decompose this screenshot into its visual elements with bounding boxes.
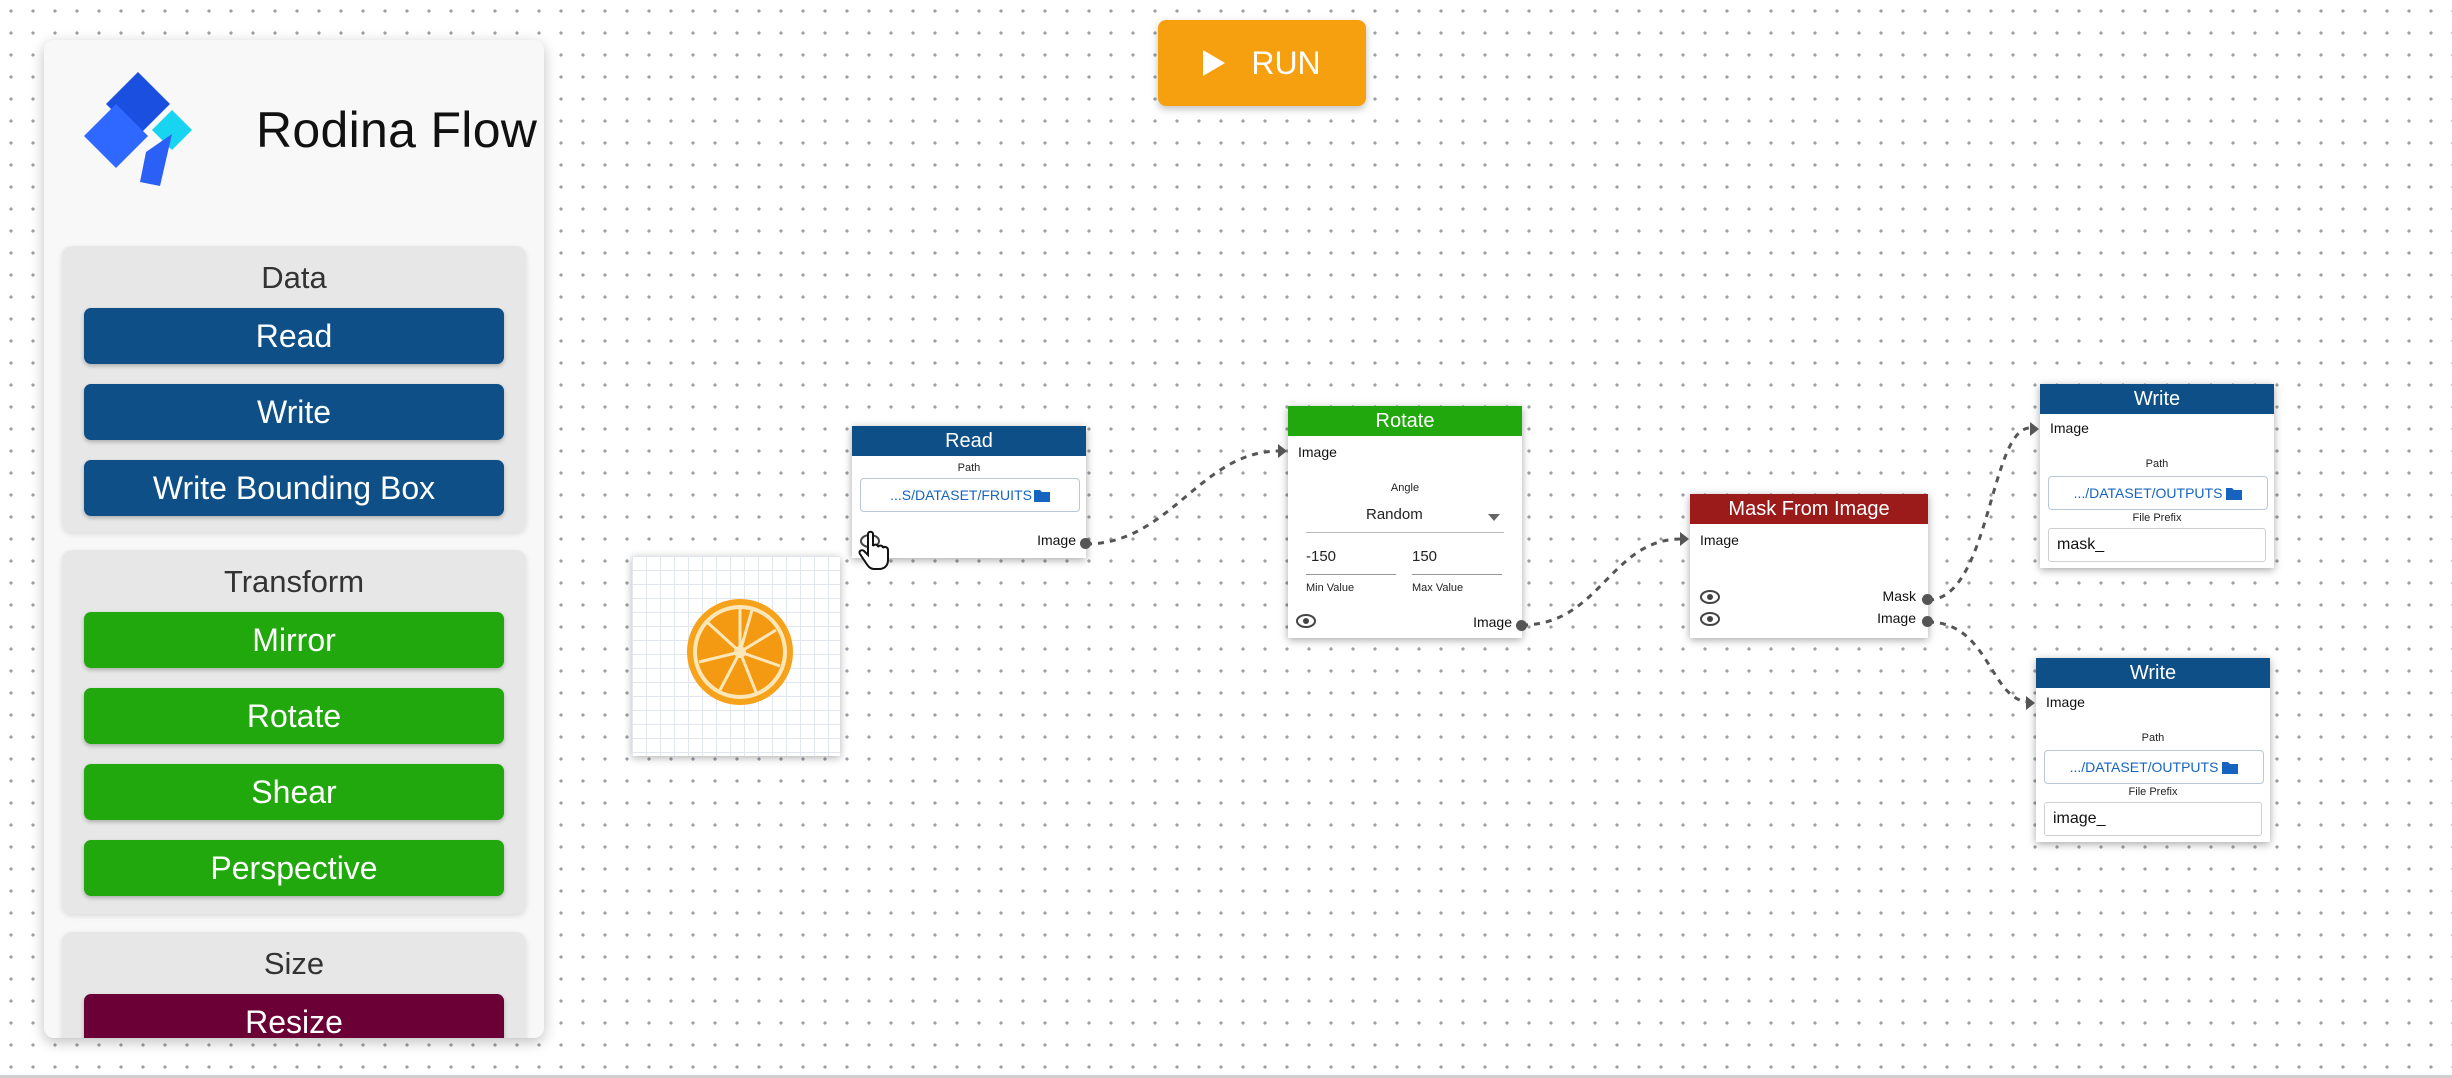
node-write-image-title: Write bbox=[2036, 658, 2270, 688]
folder-icon bbox=[1033, 489, 1050, 502]
mask-output-label: Mask bbox=[1882, 588, 1916, 604]
sidebar-item-read[interactable]: Read bbox=[84, 308, 504, 364]
group-title-transform: Transform bbox=[223, 564, 365, 599]
folder-icon bbox=[2222, 761, 2239, 774]
hand-cursor-icon bbox=[858, 530, 889, 570]
write-image-input-label: Image bbox=[2046, 694, 2085, 710]
mask-image-output-handle[interactable] bbox=[1922, 616, 1933, 627]
write-image-input-handle[interactable] bbox=[2026, 696, 2035, 710]
write-mask-input-handle[interactable] bbox=[2030, 422, 2039, 436]
sidebar-item-write[interactable]: Write bbox=[84, 384, 504, 440]
group-title-size: Size bbox=[263, 946, 325, 981]
canvas-bottom-border bbox=[0, 1075, 2452, 1078]
group-title-data: Data bbox=[261, 260, 327, 295]
mask-input-label: Image bbox=[1700, 532, 1739, 548]
rotate-input-handle[interactable] bbox=[1278, 444, 1287, 458]
read-path-field[interactable]: ...S/DATASET/FRUITS bbox=[860, 478, 1080, 512]
group-transform: Transform Mirror Rotate Shear Perspectiv… bbox=[62, 550, 526, 914]
rotate-output-label: Image bbox=[1473, 614, 1512, 630]
rotate-preview-toggle-icon[interactable] bbox=[1296, 614, 1316, 628]
write-mask-path-value: .../DATASET/OUTPUTS bbox=[2073, 485, 2223, 501]
write-mask-prefix-input[interactable]: mask_ bbox=[2048, 528, 2266, 562]
sidebar-item-write-bounding-box[interactable]: Write Bounding Box bbox=[84, 460, 504, 516]
rotate-min-label: Min Value bbox=[1306, 582, 1355, 594]
mask-output-handle[interactable] bbox=[1922, 594, 1933, 605]
node-write-mask[interactable]: Write Image Path .../DATASET/OUTPUTS Fil… bbox=[2030, 384, 2274, 568]
run-button[interactable]: RUN bbox=[1158, 20, 1366, 106]
rotate-max-input[interactable]: 150 bbox=[1412, 542, 1502, 575]
write-image-prefix-input[interactable]: image_ bbox=[2044, 802, 2262, 836]
write-mask-input-label: Image bbox=[2050, 420, 2089, 436]
mask-preview-toggle-icon[interactable] bbox=[1700, 590, 1720, 604]
write-image-prefix-value: image_ bbox=[2053, 810, 2106, 827]
node-read-title: Read bbox=[852, 426, 1086, 456]
node-write-mask-title: Write bbox=[2040, 384, 2274, 414]
sidebar: Rodina Flow Data Read Write Write Boundi… bbox=[44, 40, 544, 1038]
edge-rotate-mask bbox=[1521, 537, 1681, 627]
write-image-path-field[interactable]: .../DATASET/OUTPUTS bbox=[2044, 750, 2264, 784]
orange-slice-image bbox=[687, 599, 793, 705]
logo-icon bbox=[84, 72, 192, 186]
read-output-label: Image bbox=[1037, 532, 1076, 548]
node-rotate[interactable]: Rotate Image Angle Random -150 150 Min V… bbox=[1278, 406, 1527, 638]
write-mask-path-field[interactable]: .../DATASET/OUTPUTS bbox=[2048, 476, 2268, 510]
image-preview-toggle-icon[interactable] bbox=[1700, 612, 1720, 626]
rotate-output-handle[interactable] bbox=[1516, 620, 1527, 631]
write-mask-prefix-label: File Prefix bbox=[2132, 512, 2182, 524]
write-image-path-value: .../DATASET/OUTPUTS bbox=[2069, 759, 2219, 775]
rotate-input-label: Image bbox=[1298, 444, 1337, 460]
rotate-max-label: Max Value bbox=[1412, 582, 1464, 594]
image-preview bbox=[632, 556, 840, 756]
sidebar-item-mirror[interactable]: Mirror bbox=[84, 612, 504, 668]
rotate-angle-label: Angle bbox=[1390, 482, 1420, 494]
app-title: Rodina Flow bbox=[256, 102, 538, 158]
edge-mask-write bbox=[1927, 426, 2031, 602]
node-read[interactable]: Read Path ...S/DATASET/FRUITS Image bbox=[852, 426, 1091, 558]
play-icon bbox=[1203, 50, 1226, 76]
rotate-max-value: 150 bbox=[1412, 548, 1438, 565]
rotate-mode-select[interactable]: Random bbox=[1306, 502, 1504, 533]
rotate-mode-value: Random bbox=[1366, 506, 1423, 523]
sidebar-item-shear[interactable]: Shear bbox=[84, 764, 504, 820]
write-mask-prefix-value: mask_ bbox=[2057, 536, 2105, 553]
folder-icon bbox=[2226, 487, 2243, 500]
read-output-handle[interactable] bbox=[1080, 538, 1091, 549]
sidebar-item-perspective[interactable]: Perspective bbox=[84, 840, 504, 896]
node-write-image[interactable]: Write Image Path .../DATASET/OUTPUTS Fil… bbox=[2026, 658, 2270, 842]
run-label: RUN bbox=[1251, 44, 1321, 81]
group-size: Size Resize bbox=[62, 932, 526, 1038]
chevron-down-icon bbox=[1488, 514, 1500, 521]
edge-read-rotate bbox=[1085, 449, 1279, 546]
node-mask-title: Mask From Image bbox=[1690, 494, 1928, 524]
group-data: Data Read Write Write Bounding Box bbox=[62, 246, 526, 532]
node-rotate-title: Rotate bbox=[1288, 406, 1522, 436]
sidebar-item-rotate[interactable]: Rotate bbox=[84, 688, 504, 744]
rotate-min-input[interactable]: -150 bbox=[1306, 542, 1396, 575]
mask-input-handle[interactable] bbox=[1680, 532, 1689, 546]
node-mask-from-image[interactable]: Mask From Image Image Mask Image bbox=[1680, 494, 1933, 638]
brand: Rodina Flow bbox=[80, 70, 537, 190]
mask-image-output-label: Image bbox=[1877, 610, 1916, 626]
edge-image-write bbox=[1927, 620, 2031, 704]
write-image-prefix-label: File Prefix bbox=[2128, 786, 2178, 798]
read-path-label: Path bbox=[957, 462, 981, 474]
write-image-path-label: Path bbox=[2141, 732, 2165, 744]
rotate-min-value: -150 bbox=[1306, 548, 1337, 565]
read-path-value: ...S/DATASET/FRUITS bbox=[890, 487, 1032, 503]
write-mask-path-label: Path bbox=[2145, 458, 2169, 470]
sidebar-item-resize[interactable]: Resize bbox=[84, 994, 504, 1038]
